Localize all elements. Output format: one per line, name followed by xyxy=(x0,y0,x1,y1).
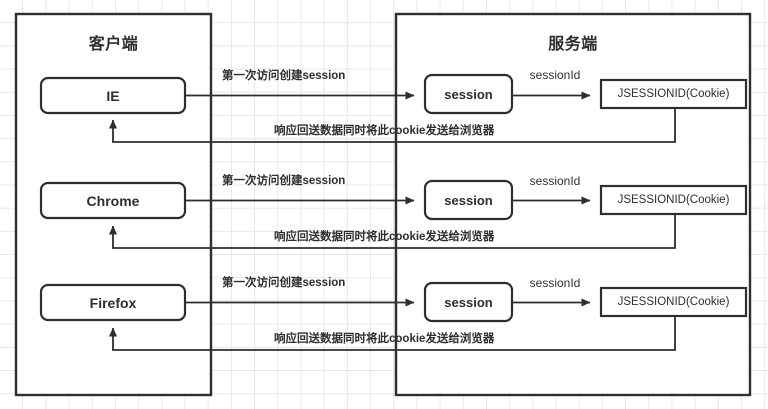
client-title: 客户端 xyxy=(88,36,139,53)
browser-node-chrome[interactable] xyxy=(39,181,187,220)
browser-node-firefox[interactable] xyxy=(39,283,187,322)
response-edge-1 xyxy=(109,108,676,143)
cookie-node-1[interactable] xyxy=(599,78,748,110)
session-node-3[interactable] xyxy=(423,281,514,323)
response-edge-2 xyxy=(109,214,676,249)
sessionid-edge-label-1: sessionId xyxy=(529,68,581,82)
browser-node-ie[interactable] xyxy=(39,76,187,115)
request-edge-label-2: 第一次访问创建session xyxy=(222,175,346,187)
request-edge-label-1: 第一次访问创建session xyxy=(222,70,346,82)
cookie-node-2[interactable] xyxy=(599,184,748,216)
response-edge-label-1: 响应回送数据同时将此cookie发送给浏览器 xyxy=(274,125,495,137)
cookie-node-3[interactable] xyxy=(599,286,748,318)
response-edge-label-2: 响应回送数据同时将此cookie发送给浏览器 xyxy=(274,231,495,243)
response-edge-3 xyxy=(109,316,676,351)
session-node-2[interactable] xyxy=(423,179,514,221)
request-edge-label-3: 第一次访问创建session xyxy=(222,277,346,289)
sessionid-edge-label-2: sessionId xyxy=(529,174,581,188)
response-edge-label-3: 响应回送数据同时将此cookie发送给浏览器 xyxy=(274,333,495,345)
sessionid-edge-label-3: sessionId xyxy=(529,276,581,290)
session-node-1[interactable] xyxy=(423,73,514,115)
server-title: 服务端 xyxy=(548,36,598,53)
